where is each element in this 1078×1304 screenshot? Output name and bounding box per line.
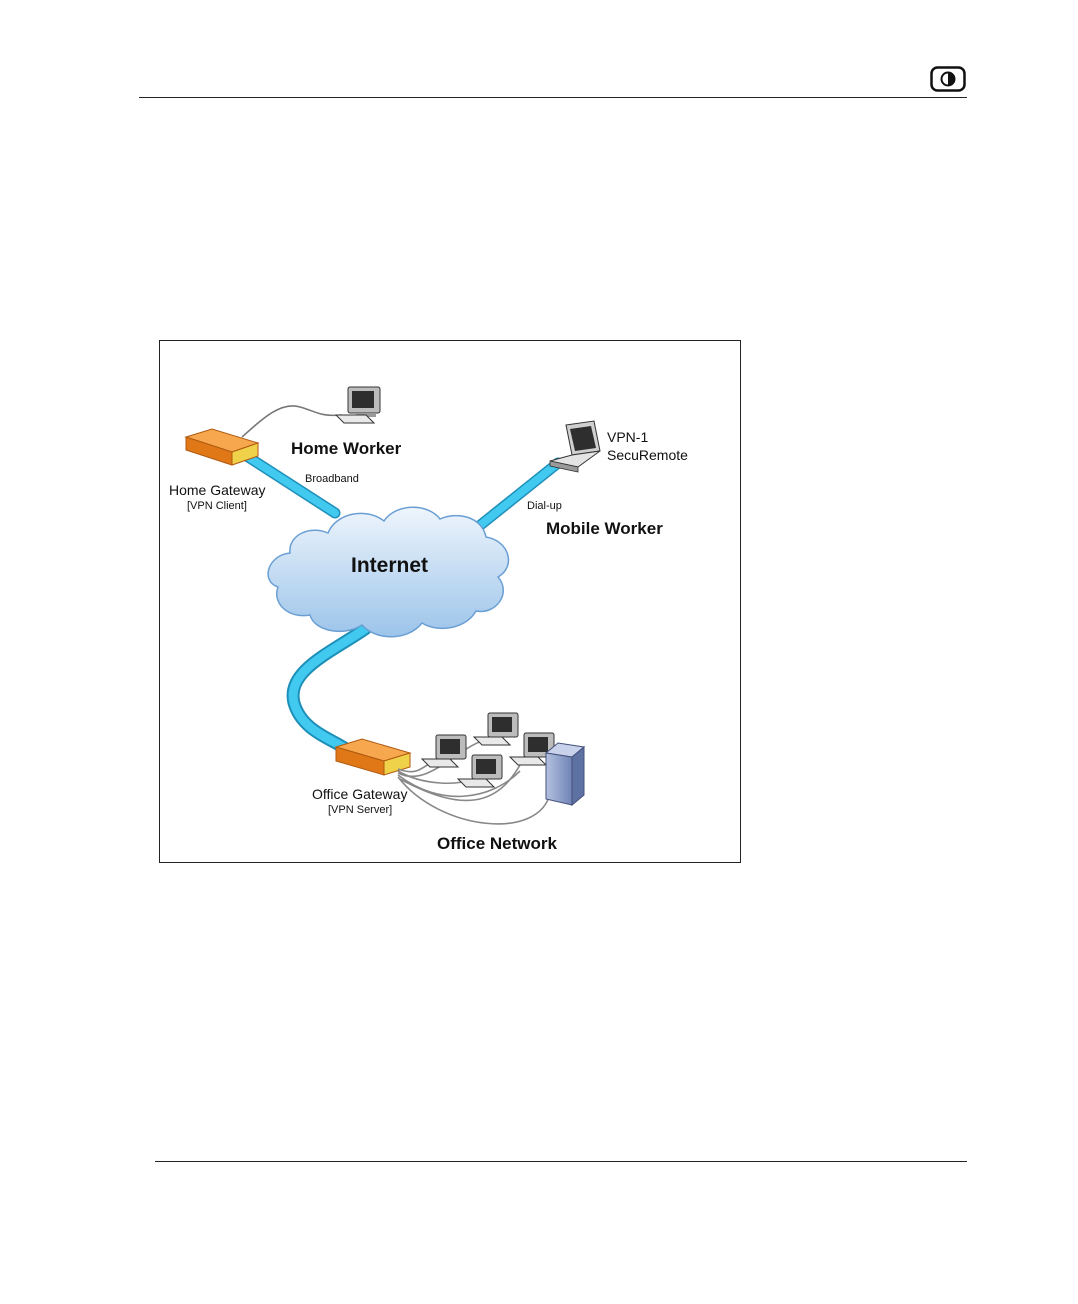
broadband-label: Broadband [305,474,359,485]
cable-home-worker [242,406,342,437]
vpn-network-diagram: Home Worker Broadband Home Gateway [VPN … [159,340,741,863]
diagram-graphics [160,341,740,862]
office-gateway-label: Office Gateway [312,787,407,801]
office-network-label: Office Network [437,835,557,852]
link-dialup [478,463,558,527]
home-worker-label: Home Worker [291,440,401,457]
dialup-label: Dial-up [527,501,562,512]
office-computer-1-icon [422,735,466,767]
home-gateway-label: Home Gateway [169,483,265,497]
server-icon [546,743,584,805]
vpn-label-line2: SecuRemote [607,448,688,462]
header-logo-icon [930,66,966,92]
mobile-worker-label: Mobile Worker [546,520,663,537]
home-gateway-device-icon [186,429,258,465]
office-computer-2-icon [474,713,518,745]
laptop-icon [550,421,600,472]
header-rule [139,97,967,98]
internet-label: Internet [351,555,428,576]
office-computer-4-icon [458,755,502,787]
home-gateway-role-label: [VPN Client] [187,501,247,512]
footer-rule [155,1161,967,1162]
home-worker-computer-icon [336,387,380,423]
vpn-label-line1: VPN-1 [607,430,648,444]
link-office [293,629,365,749]
office-gateway-role-label: [VPN Server] [328,805,392,816]
